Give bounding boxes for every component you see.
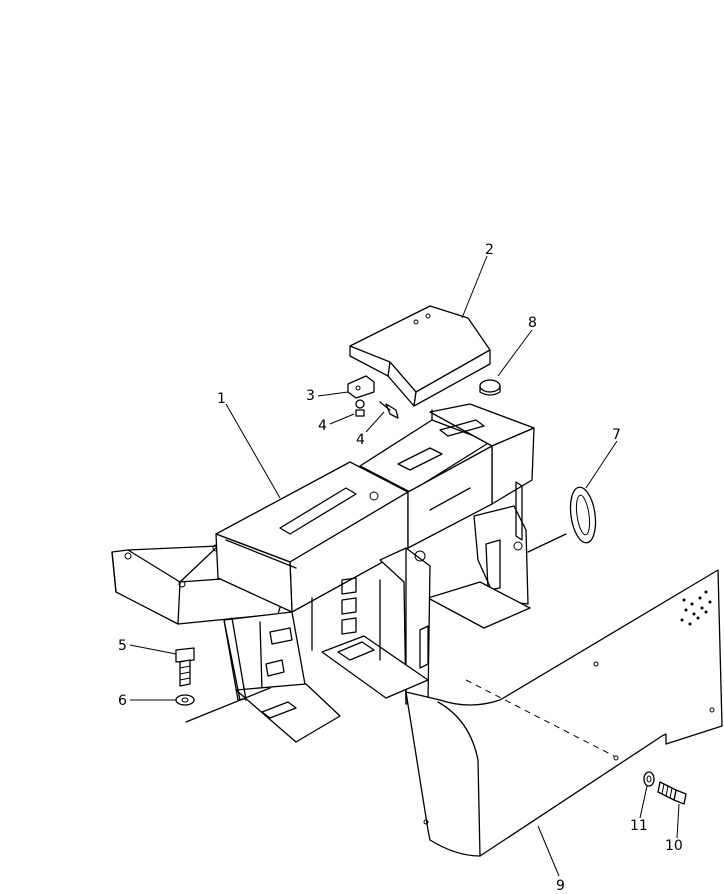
panel-washer [643, 771, 655, 787]
callout-4b: 4 [356, 432, 365, 448]
console-frame [111, 403, 535, 743]
callout-labels: 1 2 3 4 4 5 6 7 8 9 10 11 [118, 242, 683, 894]
cap [479, 379, 501, 396]
callout-7: 7 [612, 427, 621, 443]
screw-a [355, 399, 365, 417]
cover-plate [349, 305, 491, 407]
clip [347, 375, 375, 399]
vent-holes [680, 590, 712, 626]
side-panel [405, 569, 723, 857]
leader-lines [129, 255, 680, 877]
callout-8: 8 [528, 315, 537, 331]
callout-10: 10 [665, 838, 683, 854]
callout-5: 5 [118, 638, 127, 654]
callout-6: 6 [118, 693, 127, 709]
panel-bolt [657, 781, 687, 805]
callout-4a: 4 [318, 418, 327, 434]
callout-9: 9 [556, 878, 565, 894]
bolt [175, 647, 195, 687]
washer [175, 694, 195, 706]
callout-1: 1 [217, 391, 226, 407]
grommet [527, 486, 597, 553]
screw-b [379, 401, 399, 419]
callout-2: 2 [485, 242, 494, 258]
callout-3: 3 [306, 388, 315, 404]
callout-11: 11 [630, 818, 648, 834]
